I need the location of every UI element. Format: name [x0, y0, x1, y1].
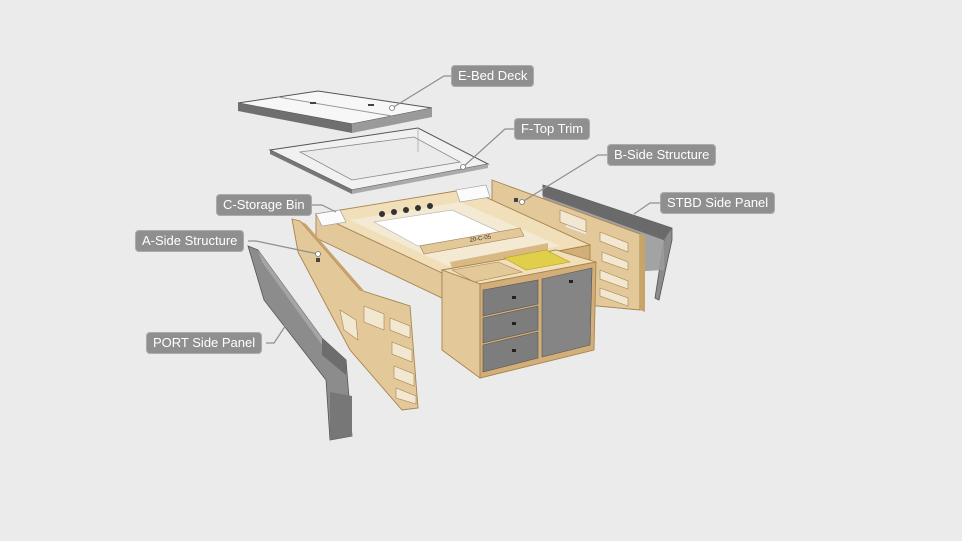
port-side-panel-part: [247, 245, 353, 441]
top-trim-part: [268, 127, 490, 194]
callout-b-side-structure: B-Side Structure: [607, 144, 717, 166]
a-side-structure-part: [291, 218, 419, 411]
callout-a-side-structure: A-Side Structure: [135, 230, 245, 252]
callout-stbd-side-panel: STBD Side Panel: [660, 192, 776, 214]
bed-deck-part: [237, 90, 433, 133]
drawer-cabinet-part: [440, 249, 597, 379]
callout-bed-deck: E-Bed Deck: [451, 65, 535, 87]
callout-top-trim: F-Top Trim: [514, 118, 591, 140]
leader-lines: [248, 75, 660, 344]
bin-part-mark: 20-C-05: [469, 234, 492, 244]
callout-storage-bin: C-Storage Bin: [216, 194, 312, 216]
callout-port-side-panel: PORT Side Panel: [146, 332, 263, 354]
